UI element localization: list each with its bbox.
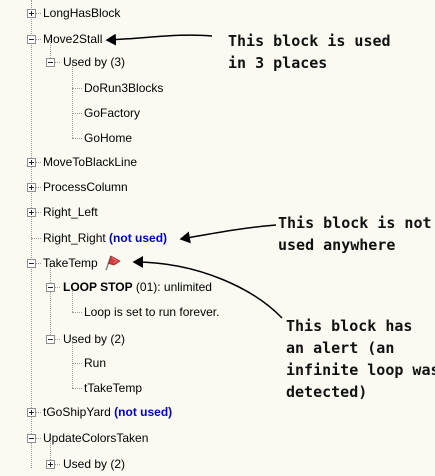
- collapse-move2stall-icon[interactable]: [27, 35, 36, 44]
- tree-item-label: GoHome: [84, 131, 133, 145]
- loop-stop-detail: (01): unlimited: [132, 280, 212, 294]
- tree-line: [72, 363, 82, 364]
- not-used-badge: (not used): [109, 231, 168, 245]
- tree-item-move2stall[interactable]: Move2Stall: [43, 30, 102, 48]
- tree-line: [31, 187, 41, 188]
- tree-line: [31, 39, 41, 40]
- expand-right-left-icon[interactable]: [27, 208, 36, 217]
- tree-line: [72, 312, 82, 313]
- tree-item-ttaketemp[interactable]: tTakeTemp: [84, 379, 142, 397]
- expand-processcolumn-icon[interactable]: [27, 183, 36, 192]
- tree-line: [31, 412, 41, 413]
- tree-item-longhasblock[interactable]: LongHasBlock: [43, 4, 120, 22]
- tree-item-updatecolorstaken[interactable]: UpdateColorsTaken: [43, 429, 148, 447]
- tree-item-move2stall-used-by[interactable]: Used by (3): [63, 53, 125, 71]
- collapse-loopstop-icon[interactable]: [46, 283, 55, 292]
- expand-longhasblock-icon[interactable]: [27, 9, 36, 18]
- tree-line: [72, 62, 73, 138]
- tree-item-tgoshipyard[interactable]: tGoShipYard (not used): [43, 403, 172, 421]
- tree-line: [50, 263, 51, 339]
- tree-item-label: TakeTemp: [43, 256, 98, 270]
- tree-item-label: Used by (2): [63, 332, 126, 346]
- annotation-used-in-3-places: This block is used in 3 places: [228, 32, 391, 72]
- tree-line: [72, 138, 82, 139]
- tree-item-label: Loop is set to run forever.: [84, 305, 220, 319]
- tree-line: [50, 438, 51, 464]
- tree-item-label: Used by (2): [63, 457, 126, 471]
- red-flag-icon: [105, 255, 121, 271]
- tree-item-label: DoRun3Blocks: [84, 81, 164, 95]
- tree-item-right-left[interactable]: Right_Left: [43, 203, 98, 221]
- tree-item-label: Right_Left: [43, 205, 98, 219]
- collapse-updatecolorstaken-icon[interactable]: [27, 434, 36, 443]
- tree-item-gofactory[interactable]: GoFactory: [84, 104, 140, 122]
- expand-tgoshipyard-icon[interactable]: [27, 408, 36, 417]
- tree-line: [31, 238, 41, 239]
- loop-stop-label: LOOP STOP: [63, 280, 133, 294]
- tree-item-label: Run: [84, 356, 107, 370]
- tree-item-label: ProcessColumn: [43, 180, 128, 194]
- tree-item-label: Used by (3): [63, 55, 126, 69]
- annotation-not-used: This block is not used anywhere: [278, 214, 432, 254]
- not-used-badge: (not used): [114, 405, 173, 419]
- tree-item-movetoblackline[interactable]: MoveToBlackLine: [43, 153, 137, 171]
- annotation-alert: This block has an alert (an infinite loo…: [286, 317, 435, 401]
- collapse-taketemp-usedby-icon[interactable]: [46, 335, 55, 344]
- collapse-move2stall-usedby-icon[interactable]: [46, 58, 55, 67]
- tree-item-label: LongHasBlock: [43, 6, 121, 20]
- tree-item-loop-message[interactable]: Loop is set to run forever.: [84, 303, 219, 321]
- tree-item-loop-stop[interactable]: LOOP STOP (01): unlimited: [63, 278, 212, 296]
- tree-item-label: Move2Stall: [43, 32, 103, 46]
- tree-line: [31, 263, 41, 264]
- tree-line: [50, 464, 60, 465]
- tree-line-root: [31, 0, 32, 468]
- tree-item-label: UpdateColorsTaken: [43, 431, 149, 445]
- tree-item-updatecolors-used-by[interactable]: Used by (2): [63, 455, 125, 473]
- expand-updatecolors-usedby-icon[interactable]: [46, 460, 55, 469]
- collapse-taketemp-icon[interactable]: [27, 259, 36, 268]
- tree-item-processcolumn[interactable]: ProcessColumn: [43, 178, 128, 196]
- tree-line: [31, 162, 41, 163]
- tree-item-taketemp[interactable]: TakeTemp: [43, 254, 98, 272]
- tree-line: [50, 62, 60, 63]
- tree-item-right-right[interactable]: Right_Right (not used): [43, 229, 167, 247]
- tree-item-label: Right_Right: [43, 231, 106, 245]
- arrow-to-taketemp: [132, 256, 283, 319]
- expand-movetoblackline-icon[interactable]: [27, 158, 36, 167]
- tree-line: [50, 339, 60, 340]
- tree-item-dorun3blocks[interactable]: DoRun3Blocks: [84, 79, 163, 97]
- arrow-to-right-right: [179, 224, 277, 244]
- tree-item-label: GoFactory: [84, 106, 141, 120]
- arrow-to-move2stall: [105, 33, 213, 46]
- tree-line: [72, 113, 82, 114]
- tree-line: [50, 39, 51, 62]
- tree-item-label: tTakeTemp: [84, 381, 143, 395]
- tree-line: [72, 388, 82, 389]
- tree-line: [31, 438, 41, 439]
- tree-item-taketemp-used-by[interactable]: Used by (2): [63, 330, 125, 348]
- tree-line: [50, 287, 60, 288]
- tree-line: [72, 287, 73, 312]
- tree-line: [72, 88, 82, 89]
- tree-item-label: tGoShipYard: [43, 405, 111, 419]
- tree-item-label: MoveToBlackLine: [43, 155, 138, 169]
- tree-item-gohome[interactable]: GoHome: [84, 129, 132, 147]
- tree-item-run[interactable]: Run: [84, 354, 106, 372]
- tree-line: [31, 212, 41, 213]
- tree-line: [31, 13, 41, 14]
